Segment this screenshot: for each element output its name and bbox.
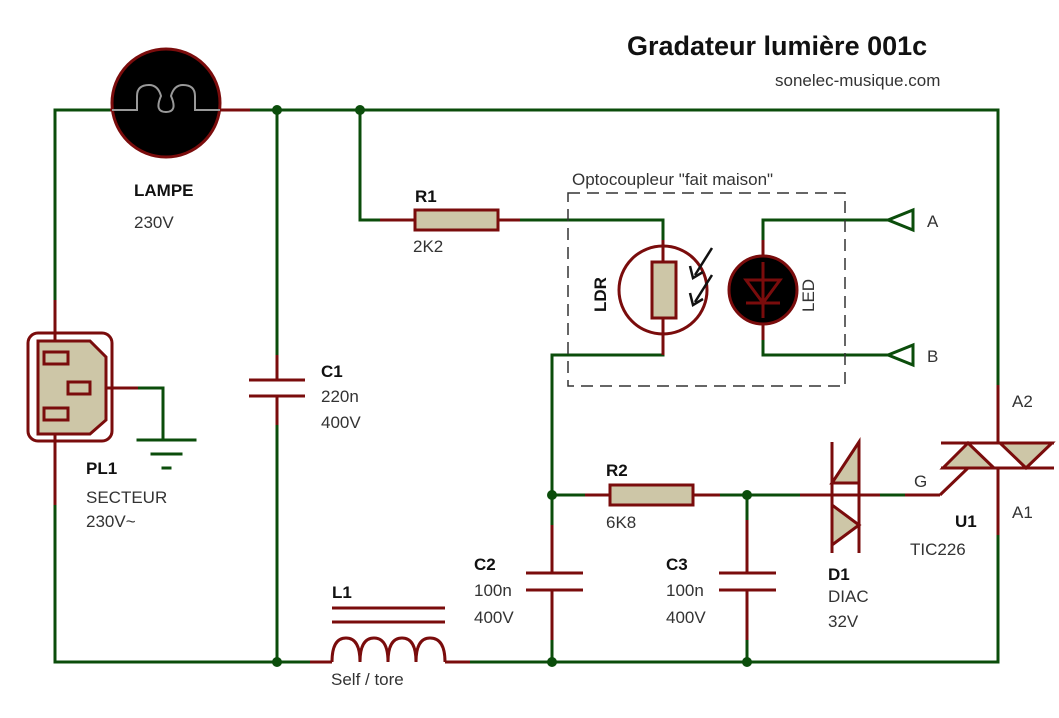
c3-ref: C3 bbox=[666, 555, 688, 574]
d1-ref: D1 bbox=[828, 565, 850, 584]
r2-ref: R2 bbox=[606, 461, 628, 480]
l1-ref: L1 bbox=[332, 583, 352, 602]
resistor-r2-icon bbox=[585, 483, 720, 507]
junctions bbox=[272, 105, 752, 667]
capacitor-c3-icon bbox=[719, 520, 776, 640]
pl1-value: SECTEUR bbox=[86, 488, 167, 507]
c3-value2: 400V bbox=[666, 608, 706, 627]
ldr-icon bbox=[617, 240, 714, 355]
u1-value: TIC226 bbox=[910, 540, 966, 559]
r1-value: 2K2 bbox=[413, 237, 443, 256]
resistor-r1-icon bbox=[380, 208, 520, 232]
schematic-subtitle: sonelec-musique.com bbox=[775, 71, 940, 90]
terminal-a-icon bbox=[883, 207, 915, 233]
c1-value2: 400V bbox=[321, 413, 361, 432]
c3-value: 100n bbox=[666, 581, 704, 600]
u1-pin-g: G bbox=[914, 472, 927, 491]
lamp-icon bbox=[110, 47, 250, 159]
pl1-ref: PL1 bbox=[86, 459, 117, 478]
c2-value: 100n bbox=[474, 581, 512, 600]
l1-value: Self / tore bbox=[331, 670, 404, 689]
c1-value: 220n bbox=[321, 387, 359, 406]
pl1-value2: 230V~ bbox=[86, 512, 136, 531]
terminal-a-label: A bbox=[927, 212, 939, 231]
u1-pin-a2: A2 bbox=[1012, 392, 1033, 411]
optocoupler-box bbox=[567, 192, 846, 387]
triac-icon bbox=[905, 385, 1056, 535]
c2-ref: C2 bbox=[474, 555, 496, 574]
lamp-value: 230V bbox=[134, 213, 174, 232]
c1-ref: C1 bbox=[321, 362, 343, 381]
led-ref: LED bbox=[799, 279, 818, 312]
inductor-icon bbox=[310, 606, 470, 664]
earth-ground-icon bbox=[136, 438, 197, 470]
d1-value2: 32V bbox=[828, 612, 859, 631]
capacitor-c1-icon bbox=[249, 355, 305, 425]
u1-ref: U1 bbox=[955, 512, 977, 531]
ldr-ref: LDR bbox=[591, 277, 610, 312]
schematic-title: Gradateur lumière 001c bbox=[627, 31, 927, 61]
d1-value: DIAC bbox=[828, 587, 869, 606]
r2-value: 6K8 bbox=[606, 513, 636, 532]
mains-socket-icon bbox=[26, 300, 138, 505]
lamp-ref: LAMPE bbox=[134, 181, 194, 200]
capacitor-c2-icon bbox=[526, 525, 583, 640]
u1-pin-a1: A1 bbox=[1012, 503, 1033, 522]
led-icon bbox=[727, 240, 799, 340]
wires bbox=[53, 108, 1000, 664]
diac-icon bbox=[800, 436, 880, 553]
terminal-b-icon bbox=[883, 342, 915, 368]
optocoupler-label: Optocoupleur "fait maison" bbox=[572, 170, 773, 189]
r1-ref: R1 bbox=[415, 187, 437, 206]
terminal-b-label: B bbox=[927, 347, 938, 366]
c2-value2: 400V bbox=[474, 608, 514, 627]
